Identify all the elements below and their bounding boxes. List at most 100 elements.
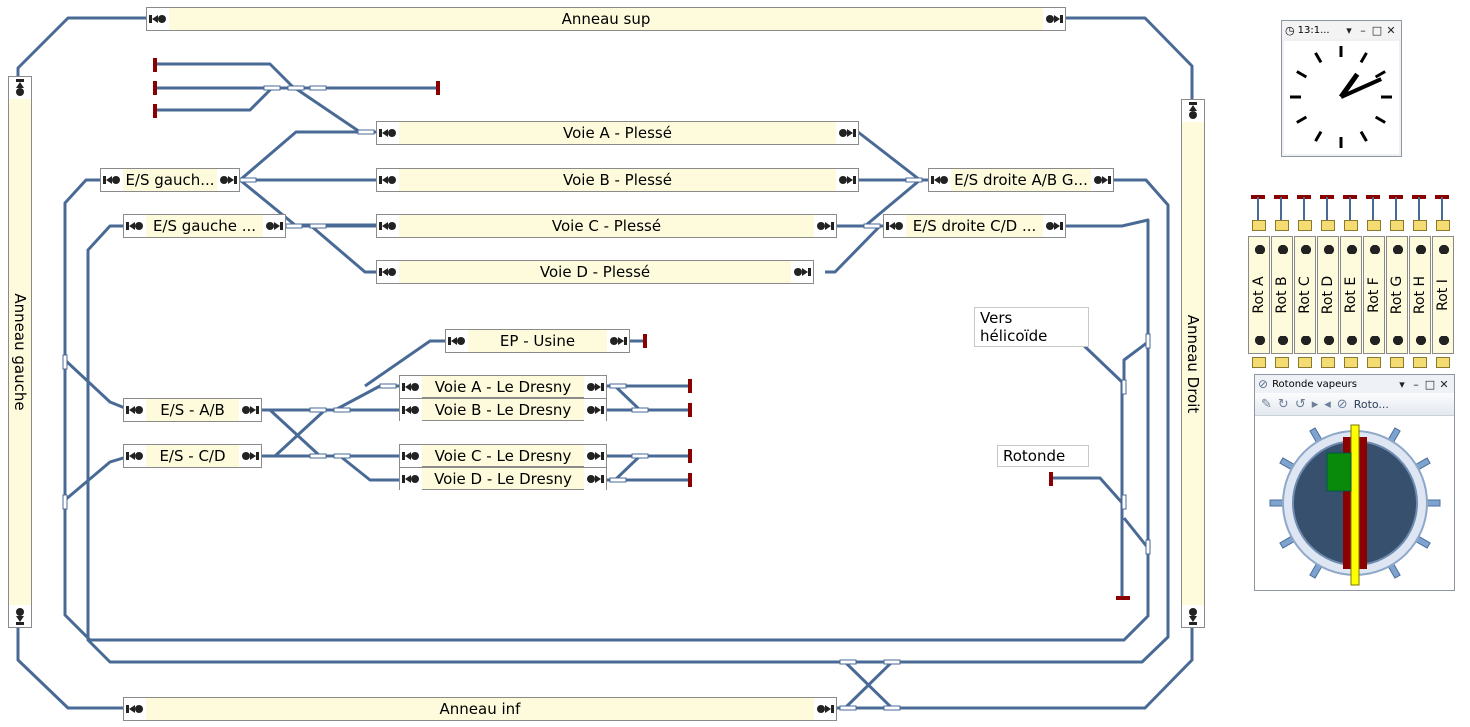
signal-icon[interactable]: [377, 122, 399, 144]
signal-icon[interactable]: [400, 375, 422, 398]
rotunda-track-9[interactable]: Rot I: [1432, 193, 1454, 373]
signal-icon[interactable]: [814, 698, 836, 720]
signal-icon[interactable]: [147, 8, 169, 30]
signal-icon[interactable]: [1255, 336, 1265, 350]
block-voie-a-plesse[interactable]: Voie A - Plessé: [376, 121, 859, 145]
rotunda-block[interactable]: Rot A: [1248, 236, 1270, 354]
signal-icon[interactable]: [239, 445, 261, 467]
signal-icon[interactable]: [884, 215, 906, 237]
signal-icon[interactable]: [9, 77, 31, 99]
signal-icon[interactable]: [607, 330, 629, 352]
step-right-icon[interactable]: ▸: [1311, 396, 1319, 412]
signal-icon[interactable]: [584, 444, 606, 467]
signal-icon[interactable]: [1347, 240, 1357, 254]
block-es-gauche-cd[interactable]: E/S gauche ...: [123, 214, 286, 238]
signal-icon[interactable]: [836, 169, 858, 191]
signal-icon[interactable]: [217, 169, 239, 191]
signal-icon[interactable]: [1278, 240, 1288, 254]
signal-icon[interactable]: [1416, 336, 1426, 350]
track-button[interactable]: [1367, 220, 1381, 231]
block-es-droite-cd[interactable]: E/S droite C/D ...: [883, 214, 1066, 238]
track-button[interactable]: [1321, 357, 1335, 368]
rotunda-block[interactable]: Rot C: [1294, 236, 1316, 354]
step-left-icon[interactable]: ◂: [1324, 396, 1331, 412]
signal-icon[interactable]: [124, 698, 146, 720]
track-button[interactable]: [1390, 357, 1404, 368]
block-anneau-sup[interactable]: Anneau sup: [146, 7, 1066, 31]
rotunda-block[interactable]: Rot G: [1386, 236, 1408, 354]
track-button[interactable]: [1252, 220, 1266, 231]
rotunda-track-1[interactable]: Rot A: [1248, 193, 1270, 373]
rotunda-track-3[interactable]: Rot C: [1294, 193, 1316, 373]
signal-icon[interactable]: [1370, 240, 1380, 254]
signal-icon[interactable]: [814, 215, 836, 237]
rotunda-track-5[interactable]: Rot E: [1340, 193, 1362, 373]
signal-icon[interactable]: [124, 445, 146, 467]
signal-icon[interactable]: [377, 261, 399, 283]
track-button[interactable]: [1413, 220, 1427, 231]
signal-icon[interactable]: [791, 261, 813, 283]
signal-icon[interactable]: [1324, 240, 1334, 254]
signal-icon[interactable]: [101, 169, 123, 191]
rotate-cw-icon[interactable]: ↻: [1277, 396, 1289, 412]
block-voie-c-plesse[interactable]: Voie C - Plessé: [376, 214, 837, 238]
block-es-ab[interactable]: E/S - A/B: [123, 398, 262, 422]
rotunda-block[interactable]: Rot H: [1409, 236, 1431, 354]
signal-icon[interactable]: [584, 375, 606, 398]
rotunda-block[interactable]: Rot B: [1271, 236, 1293, 354]
block-es-droite-ab[interactable]: E/S droite A/B G...: [928, 168, 1114, 192]
signal-icon[interactable]: [929, 169, 951, 191]
block-anneau-gauche[interactable]: Anneau gauche: [8, 76, 32, 628]
rotunda-track-7[interactable]: Rot G: [1386, 193, 1408, 373]
track-button[interactable]: [1275, 357, 1289, 368]
signal-icon[interactable]: [1393, 240, 1403, 254]
signal-icon[interactable]: [1182, 605, 1204, 627]
track-button[interactable]: [1252, 357, 1266, 368]
signal-icon[interactable]: [1301, 240, 1311, 254]
signal-icon[interactable]: [400, 467, 422, 490]
track-button[interactable]: [1298, 220, 1312, 231]
track-button[interactable]: [1436, 220, 1450, 231]
rotunda-track-6[interactable]: Rot F: [1363, 193, 1385, 373]
block-voie-b-plesse[interactable]: Voie B - Plessé: [376, 168, 859, 192]
signal-icon[interactable]: [836, 122, 858, 144]
signal-icon[interactable]: [584, 398, 606, 421]
block-anneau-droit[interactable]: Anneau Droit: [1181, 99, 1205, 628]
track-button[interactable]: [1367, 357, 1381, 368]
signal-icon[interactable]: [124, 215, 146, 237]
rotonde-titlebar[interactable]: ⊘ Rotonde vapeurs ▾ – □ ✕: [1255, 375, 1454, 393]
turntable-diagram[interactable]: [1255, 417, 1454, 589]
maximize-button[interactable]: □: [1371, 23, 1383, 37]
close-button[interactable]: ✕: [1439, 377, 1449, 391]
signal-icon[interactable]: [400, 444, 422, 467]
signal-icon[interactable]: [1393, 336, 1403, 350]
track-button[interactable]: [1390, 220, 1404, 231]
rotunda-block[interactable]: Rot I: [1432, 236, 1454, 354]
rotonde-toolbar-label[interactable]: Roto...: [1353, 397, 1389, 411]
signal-icon[interactable]: [1091, 169, 1113, 191]
block-voie-d-plesse[interactable]: Voie D - Plessé: [376, 260, 814, 284]
clock-titlebar[interactable]: ◷ 13:1... ▾ – □ ✕: [1282, 21, 1401, 39]
minimize-button[interactable]: –: [1413, 377, 1419, 391]
signal-icon[interactable]: [1301, 336, 1311, 350]
signal-icon[interactable]: [1347, 336, 1357, 350]
rotunda-track-4[interactable]: Rot D: [1317, 193, 1339, 373]
signal-icon[interactable]: [9, 605, 31, 627]
block-ep-usine[interactable]: EP - Usine: [445, 329, 630, 353]
signal-icon[interactable]: [377, 215, 399, 237]
signal-icon[interactable]: [400, 398, 422, 421]
signal-icon[interactable]: [377, 169, 399, 191]
signal-icon[interactable]: [1278, 336, 1288, 350]
signal-icon[interactable]: [239, 399, 261, 421]
close-button[interactable]: ✕: [1386, 23, 1396, 37]
track-button[interactable]: [1413, 357, 1427, 368]
clock-window[interactable]: ◷ 13:1... ▾ – □ ✕: [1281, 20, 1402, 157]
signal-icon[interactable]: [446, 330, 468, 352]
signal-icon[interactable]: [1370, 336, 1380, 350]
rotonde-window[interactable]: ⊘ Rotonde vapeurs ▾ – □ ✕ ✎ ↻ ↺ ▸ ◂ ⊘ Ro…: [1254, 374, 1455, 591]
track-button[interactable]: [1275, 220, 1289, 231]
signal-icon[interactable]: [1324, 336, 1334, 350]
signal-icon[interactable]: [1182, 100, 1204, 122]
rotate-ccw-icon[interactable]: ↺: [1294, 396, 1306, 412]
rotunda-block[interactable]: Rot E: [1340, 236, 1362, 354]
